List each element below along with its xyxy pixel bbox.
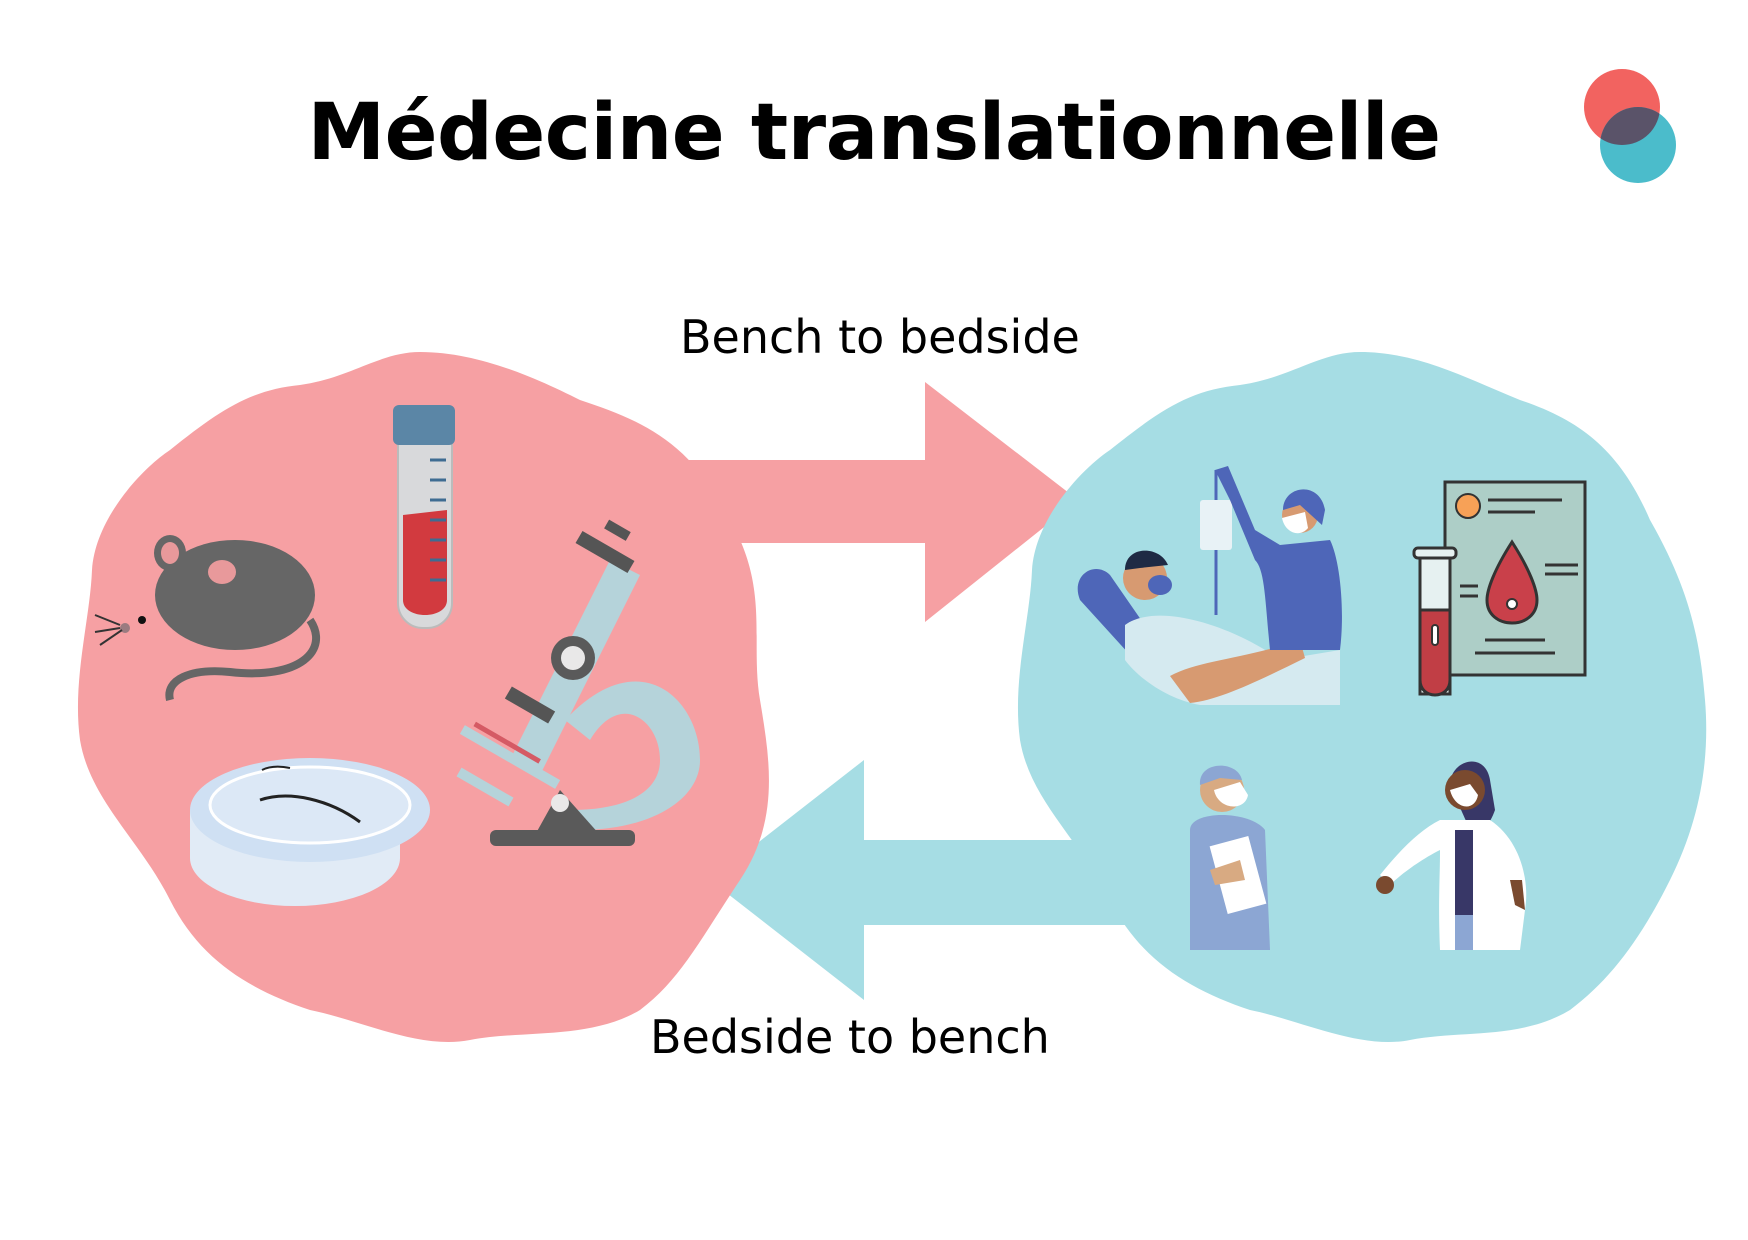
page-title: Médecine translationnelle (307, 88, 1441, 178)
bedside-to-bench-label: Bedside to bench (650, 1010, 1050, 1064)
nurse-icon (1190, 765, 1270, 950)
logo-icon (1584, 69, 1676, 183)
test-tube-icon (393, 405, 455, 629)
bench-to-bedside-arrow (640, 382, 1078, 622)
microscope-icon (456, 519, 700, 846)
doctor-icon (1376, 761, 1527, 950)
blood-test-report-icon (1412, 480, 1587, 697)
mouse-icon (94, 535, 320, 701)
petri-dish-icon (190, 758, 430, 906)
patient-iv-icon (1077, 466, 1342, 705)
bedside-panel (1017, 352, 1707, 1043)
bench-to-bedside-label: Bench to bedside (680, 310, 1080, 364)
bedside-to-bench-arrow (710, 760, 1140, 1000)
